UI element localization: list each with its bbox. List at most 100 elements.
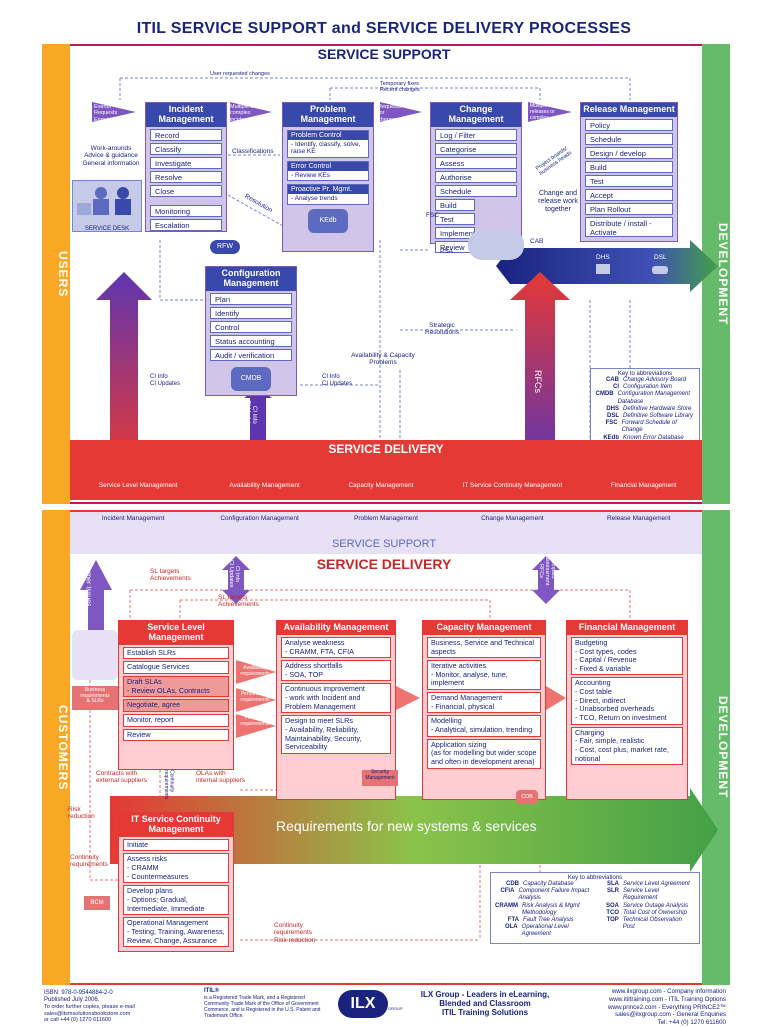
rfw-badge: RFW [210, 240, 240, 254]
page-title: ITIL SERVICE SUPPORT and SERVICE DELIVER… [136, 20, 632, 37]
release-item: Build [585, 160, 673, 173]
development-bar-bottom: DEVELOPMENT [702, 510, 730, 985]
link-sales[interactable]: sales@ilxgroup.com - General Enquiries [615, 1011, 726, 1019]
people-icon [77, 187, 131, 215]
change-item: Schedule [435, 184, 517, 197]
config-item: Audit / verification [210, 348, 292, 361]
support-item: Release Management [606, 515, 671, 522]
key-meaning: Risk Analysis & Mgmt Methodology [522, 902, 580, 916]
proactive-text: - Analyse trends [291, 195, 338, 203]
problem-management: Problem Management Problem Control - Ide… [282, 102, 374, 252]
strategic-resolutions-label: Strategic Resolutions [425, 322, 459, 337]
support-item: Problem Management [353, 515, 418, 522]
itil-title: ITIL® [204, 988, 220, 994]
configuration-management: Configuration Management Plan Identify C… [205, 266, 297, 396]
release-item: Design / develop [585, 146, 673, 159]
itscm-item: Operational Management - Testing, Traini… [123, 917, 229, 948]
financial-management: Financial Management Budgeting - Cost ty… [566, 620, 688, 800]
slm-item: Draft SLAs - Review OLAs, Contracts [123, 676, 229, 698]
key-meaning: Component Failure Impact Analysis [518, 888, 590, 902]
key-abbr: DHS [606, 405, 619, 412]
multiple-incidents-label: Multiple or complex incidents [230, 104, 256, 123]
availability-management: Availability Management Analyse weakness… [276, 620, 396, 800]
capacity-item: Business, Service and Technical aspects [427, 636, 541, 659]
service-delivery-band-title: SERVICE DELIVERY [328, 442, 444, 456]
key-meaning: Fault Tree Analysis [523, 916, 574, 923]
change-release-label: Change and release work together [538, 190, 578, 214]
support-band-heading: SERVICE SUPPORT [331, 538, 437, 550]
change-item: Authorise [435, 170, 517, 183]
change-item: Assess [435, 156, 517, 169]
key-meaning: Technical Observation Post [622, 916, 682, 931]
release-item: Schedule [585, 132, 673, 145]
ilx-line: ITIL Training Solutions [441, 1008, 529, 1017]
slm-item: Review [123, 728, 229, 742]
users-bar: USERS [42, 44, 70, 504]
service-delivery-heading: SERVICE DELIVERY [316, 556, 452, 572]
contracts-label: Contracts with external suppliers [96, 770, 147, 785]
incident-item: Record [150, 128, 222, 141]
disk-icon [652, 266, 668, 274]
incident-item: Investigate [150, 156, 222, 169]
error-control-box: Error Control - Review KEs [287, 160, 369, 182]
financial-item: Charging - Fair, simple, realistic - Cos… [571, 726, 683, 766]
key-meaning: Definitive Hardware Store [623, 405, 692, 412]
top-connectors [92, 77, 718, 470]
service-desk-label: SERVICE DESK [84, 226, 130, 232]
problem-control-title: Problem Control [288, 130, 368, 140]
key-meaning: Service Level Agreement [623, 881, 690, 887]
support-item: Incident Management [101, 515, 165, 522]
key-row: DHS Definitive Hardware Store [595, 406, 695, 413]
key-title: Key to abbreviations [617, 371, 673, 377]
key-abbr: FTA [507, 916, 519, 923]
problem-control-box: Problem Control - Identify, classify, so… [287, 129, 369, 158]
itscm-item: Develop plans - Options; Gradual, Interm… [123, 885, 229, 916]
key-meaning: Forward Schedule of Change [621, 420, 677, 434]
isbn-text: ISBN: 978-0-9544884-2-0 Published July 2… [44, 990, 113, 1004]
change-management: Change Management Log / Filter Categoris… [430, 102, 522, 253]
support-band [70, 512, 702, 554]
order-text: To order further copies, please e-mail s… [44, 1004, 135, 1024]
change-title: Change Management [431, 103, 521, 127]
security-badge: Security Management [362, 769, 398, 786]
itil-text: is a Registered Trade Mark, and a Regist… [204, 995, 321, 1020]
key-meaning: Change Advisory Board [623, 377, 687, 383]
fin-req-label: Financial requirements [240, 715, 270, 727]
ilx-group-text: GROUP [388, 1006, 403, 1011]
release-item: Distribute / install - Activate [585, 216, 673, 237]
capacity-item: Iterative activities - Monitor, analyse,… [427, 660, 541, 691]
kedb-database-icon: KEdb [308, 208, 348, 233]
continuity-req-label: Continuity requirements [162, 770, 175, 800]
computer-icon [596, 264, 610, 274]
footer-phone: Tel: +44 (0) 1270 611600 [657, 1019, 726, 1026]
link-training[interactable]: www.itiltraining.com - ITIL Training Opt… [608, 995, 726, 1003]
key-meaning: Definitive Software Library [623, 412, 694, 419]
incident-management: Incident Management Record Classify Inve… [145, 102, 227, 232]
avail-item: Address shortfalls - SOA, TOP [281, 660, 391, 682]
proactive-title: Proactive Pr. Mgmt. [288, 185, 368, 195]
key-meaning: Known Error Database [623, 434, 684, 441]
customer-issues-bottom-label: Customer Issues [84, 554, 92, 607]
fsc-label: FSC [426, 212, 439, 219]
link-company[interactable]: www.ilxgroup.com - Company information [611, 988, 726, 995]
user-requested-label: User requested changes [210, 71, 270, 77]
ilx-tagline: ILX Group - Leaders in eLearning, Blende… [400, 990, 570, 1017]
link-prince2[interactable]: www.prince2.com - Everything PRINCE2™ [608, 1003, 726, 1011]
dsl-label: DSL [654, 254, 667, 261]
key-abbr: CMDB [595, 391, 614, 398]
error-control-title: Error Control [288, 161, 368, 171]
capacity-title: Capacity Management [423, 621, 545, 635]
capacity-item: Modelling - Analytical, simulation, tren… [427, 715, 541, 737]
rfcs-label: RFCs [532, 370, 543, 393]
cdb-label: CDB [521, 794, 533, 800]
key-abbr: CDB [506, 881, 519, 887]
proactive-box: Proactive Pr. Mgmt. - Analyse trends [287, 184, 369, 205]
